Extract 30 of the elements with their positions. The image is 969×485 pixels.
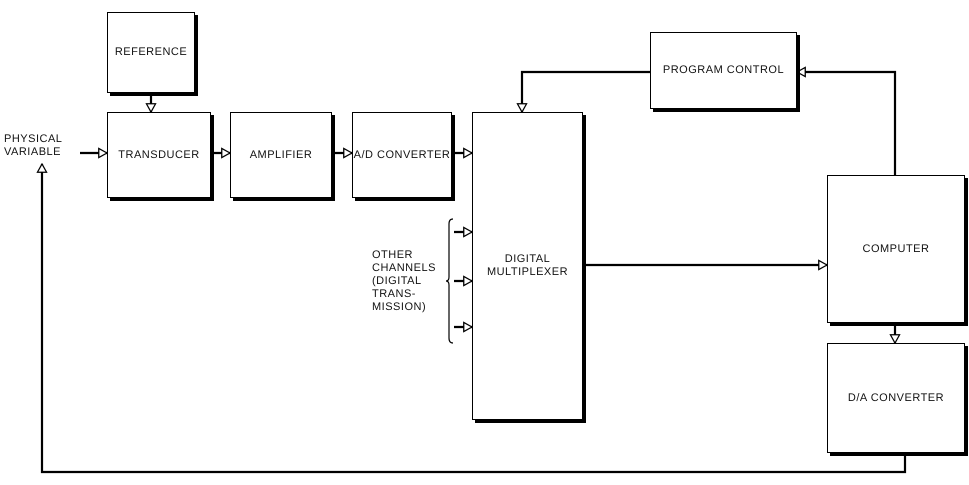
block-label: REFERENCE xyxy=(114,46,188,59)
note-text: OTHER CHANNELS (DIGITAL TRANS- MISSION) xyxy=(372,248,437,314)
note-text: PHYSICAL VARIABLE xyxy=(4,133,64,159)
block-box xyxy=(107,12,195,93)
block-label: PROGRAM CONTROL xyxy=(662,64,784,77)
block-label: DIGITAL MULTIPLEXER xyxy=(486,253,570,279)
block-box xyxy=(352,112,452,198)
block-label: TRANSDUCER xyxy=(118,148,200,162)
block-label: D/A CONVERTER xyxy=(848,392,944,404)
block-label: A/D CONVERTER xyxy=(354,148,450,162)
block-box xyxy=(107,112,211,198)
block-label: AMPLIFIER xyxy=(250,148,312,162)
arrow xyxy=(211,148,231,158)
arrow xyxy=(36,163,906,474)
block-label: COMPUTER xyxy=(862,242,930,256)
block-box xyxy=(827,175,965,323)
arrow xyxy=(332,148,353,158)
arrow xyxy=(454,276,473,286)
arrow xyxy=(890,323,900,344)
block-box xyxy=(827,343,965,453)
arrow xyxy=(146,93,156,113)
arrow xyxy=(454,226,473,238)
block-box xyxy=(650,32,797,109)
block-box xyxy=(230,112,332,198)
arrow xyxy=(583,260,828,270)
arrow xyxy=(452,148,473,158)
arrow xyxy=(80,148,108,158)
arrow xyxy=(454,322,473,332)
arrow xyxy=(516,70,650,113)
block-box xyxy=(472,112,583,420)
